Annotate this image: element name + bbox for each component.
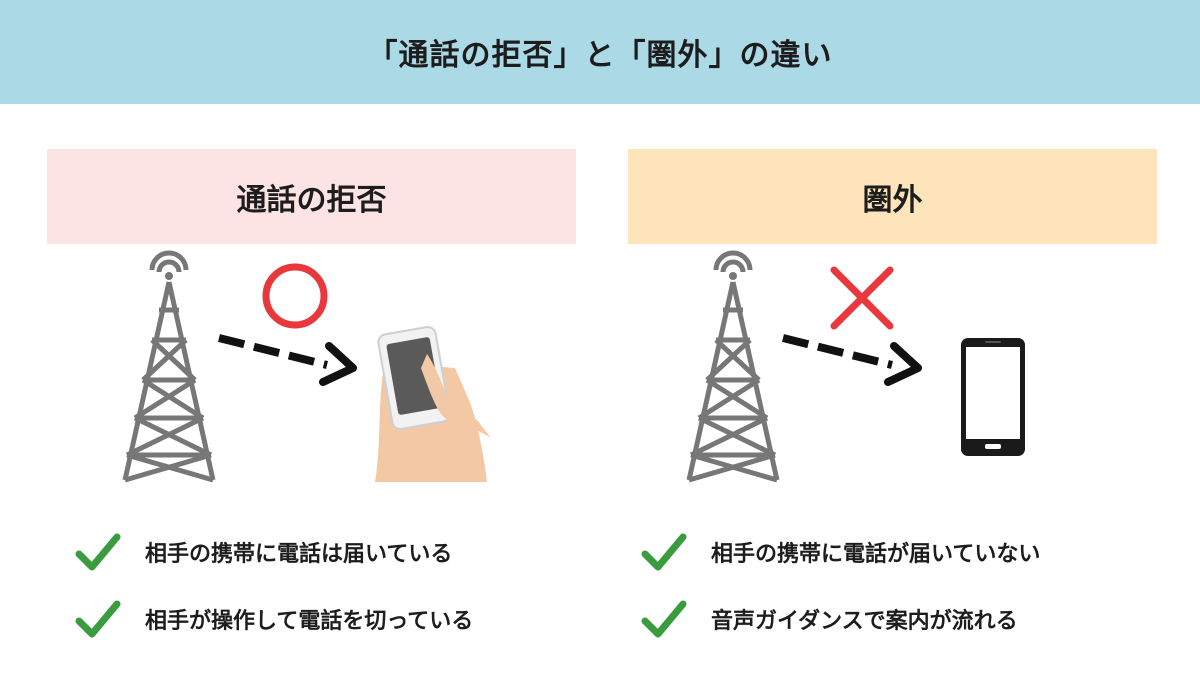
check-icon [75,533,121,571]
page-title: 「通話の拒否」と「圏外」の違い [367,38,833,73]
out-of-range-point-1: 相手の携帯に電話が届いていない [641,527,1040,577]
reject-point-1: 相手の携帯に電話は届いている [75,527,452,577]
signal-arrow-icon [218,334,357,386]
signal-tower-icon [686,250,780,483]
illustration-out-of-range [686,250,1025,483]
panel-heading-out-of-range-label: 圏外 [862,182,923,218]
out-of-range-point-2: 音声ガイダンスで案内が流れる [641,594,1018,644]
panel-heading-out-of-range: 圏外 [628,149,1157,244]
smartphone-icon [961,338,1025,456]
reject-point-2: 相手が操作して電話を切っている [75,594,473,644]
check-icon [75,600,121,638]
reject-point-1-text: 相手の携帯に電話は届いている [145,542,453,567]
signal-arrow-icon [782,334,922,386]
panel-heading-reject-label: 通話の拒否 [236,182,387,218]
illustration-reject [122,250,491,483]
cross-mark-icon [830,266,894,330]
check-icon [641,600,687,638]
out-of-range-point-1-text: 相手の携帯に電話が届いていない [711,542,1041,567]
check-icon [641,533,687,571]
phone-in-hand-icon [375,325,491,482]
header-banner: 「通話の拒否」と「圏外」の違い [0,0,1200,104]
reject-point-2-text: 相手が操作して電話を切っている [145,609,474,634]
circle-mark-icon [262,263,328,329]
signal-tower-icon [122,250,216,483]
panel-heading-reject: 通話の拒否 [47,149,576,244]
out-of-range-point-2-text: 音声ガイダンスで案内が流れる [711,609,1018,634]
